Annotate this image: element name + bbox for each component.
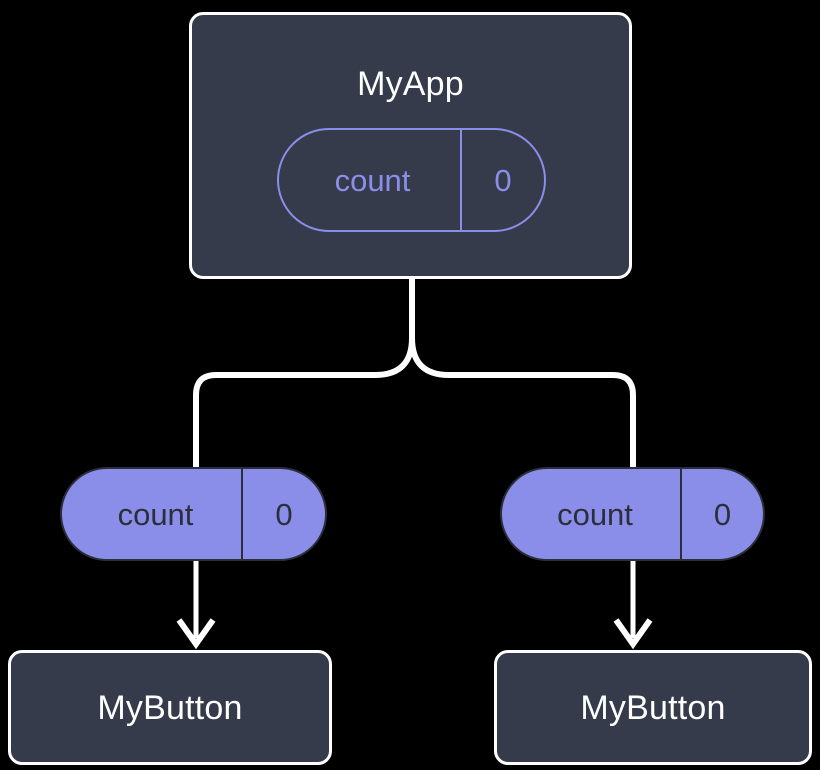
state-pill-branch-left[interactable]: count 0 [60,467,327,561]
state-pill-branch-left-divider [241,469,243,559]
state-pill-branch-right-value: 0 [713,496,732,532]
widget-node-mybutton-left[interactable]: MyButton [8,650,332,765]
widget-node-mybutton-right[interactable]: MyButton [494,650,812,765]
arrowhead-right-icon [613,618,653,650]
state-pill-branch-left-value: 0 [275,496,293,532]
state-pill-root-divider [460,130,462,230]
state-pill-branch-right-key: count [557,496,633,532]
arrowhead-left-icon [176,618,216,650]
state-pill-branch-right[interactable]: count 0 [500,467,765,561]
state-pill-root-key: count [334,162,411,198]
state-pill-root[interactable]: count 0 [277,128,546,232]
widget-title-mybutton-right: MyButton [580,688,726,727]
edge-root-split [193,276,415,473]
state-pill-branch-right-divider [680,469,682,559]
state-pill-root-value: 0 [494,162,512,198]
widget-title-myapp: MyApp [357,65,464,103]
edge-root-split-right [409,276,636,473]
widget-title-mybutton-left: MyButton [97,688,243,727]
widget-node-myapp[interactable]: MyApp [189,12,632,279]
state-pill-branch-left-key: count [117,496,194,532]
